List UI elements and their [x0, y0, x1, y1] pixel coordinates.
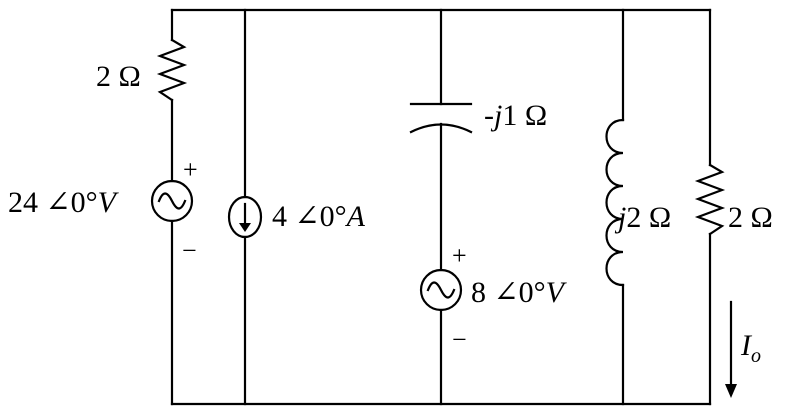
branch-current-source	[227, 8, 263, 406]
current-source	[227, 195, 263, 239]
voltage-source-mid-label: 8 ∠0°V	[471, 276, 568, 309]
voltage-source-left-plus: +	[183, 155, 198, 184]
voltage-source-mid-minus: −	[452, 325, 467, 354]
branch-right	[694, 8, 726, 406]
branch-middle	[409, 8, 473, 406]
current-source-label: 4 ∠0°A	[272, 200, 366, 233]
resistor-left	[156, 38, 188, 102]
voltage-source-mid	[419, 268, 463, 312]
voltage-source-left	[150, 179, 194, 223]
resistor-right	[694, 163, 726, 236]
voltage-source-left-minus: −	[182, 236, 197, 265]
capacitor-label: -j1 Ω	[484, 99, 547, 132]
branch-inductor	[605, 8, 625, 406]
voltage-source-left-label: 24 ∠0°V	[8, 186, 120, 219]
output-current-arrow	[725, 300, 737, 398]
resistor-left-label: 2 Ω	[96, 60, 141, 93]
inductor	[605, 118, 625, 287]
output-current-label: Io	[740, 329, 761, 367]
branch-left	[150, 8, 194, 406]
resistor-right-label: 2 Ω	[728, 201, 773, 234]
arrow-down-icon	[239, 223, 251, 232]
voltage-source-mid-plus: +	[452, 241, 467, 270]
inductor-label: j2 Ω	[614, 201, 671, 234]
